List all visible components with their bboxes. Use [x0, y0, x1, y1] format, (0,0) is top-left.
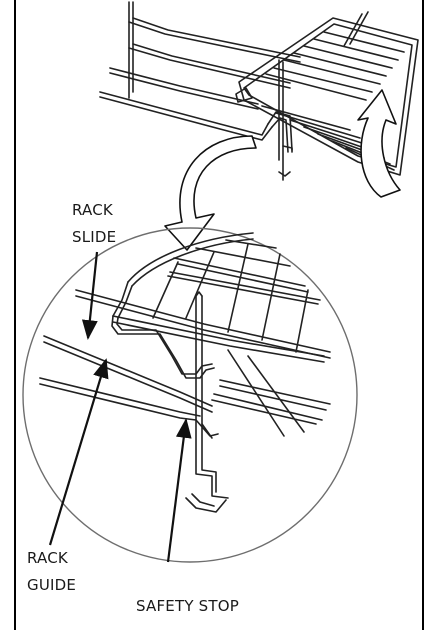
- insert-motion-arrow: [357, 89, 401, 198]
- zoom-detail-arrow: [164, 135, 257, 251]
- oven-rack-top-view: [235, 11, 419, 176]
- rack-guide-label-line2: GUIDE: [27, 576, 77, 594]
- rack-guide-leader: [48, 358, 109, 546]
- rack-slide-label-line2: SLIDE: [72, 228, 117, 246]
- rack-guide-label-line1: RACK: [27, 549, 68, 567]
- leader-arrows: [48, 251, 192, 563]
- safety-stop-leader: [166, 418, 192, 563]
- rack-slide-label-line1: RACK: [72, 201, 113, 219]
- detail-magnifier-circle: [22, 227, 358, 563]
- page-border: [14, 0, 424, 630]
- rack-slide-leader: [81, 251, 99, 340]
- safety-stop-label: SAFETY STOP: [136, 597, 239, 615]
- oven-wall-wire-frame: [99, 1, 301, 181]
- detail-rack-wires: [39, 232, 331, 513]
